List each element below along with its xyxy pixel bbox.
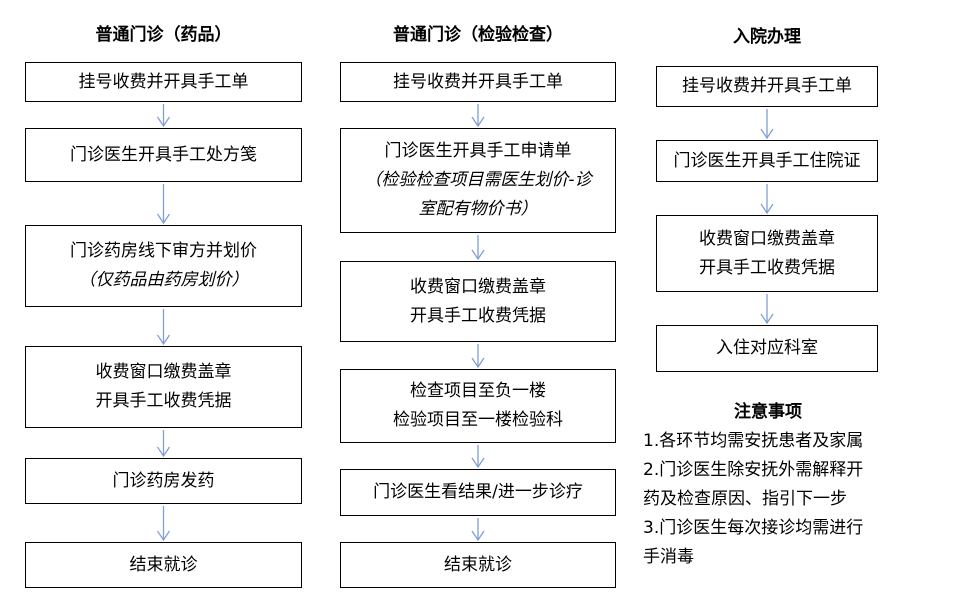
arrow-down-icon (471, 344, 485, 369)
arrow-down-icon (156, 430, 171, 458)
flow-step-box: 门诊药房线下审方并划价 （仅药品由药房划价） (25, 225, 302, 307)
note-line: 药及检查原因、指引下一步 (643, 489, 847, 509)
step-text: 结束就诊 (129, 554, 198, 575)
step-note: 室配有物价书） (418, 199, 538, 219)
flow-step-box: 挂号收费并开具手工单 (656, 66, 878, 107)
arrow-down-icon (156, 104, 171, 128)
notes-panel: 注意事项 1.各环节均需安抚患者及家属 2.门诊医生除安抚外需解释开药及检查原因、指… (643, 398, 913, 572)
flow-step-box: 门诊医生看结果/进一步诊疗 (340, 469, 616, 516)
flow-step-box: 结束就诊 (25, 542, 302, 588)
step-note: （仅药品由药房划价） (78, 270, 249, 290)
flow-step-box: 门诊医生开具手工处方笺 (25, 128, 302, 182)
note-line: 1.各环节均需安抚患者及家属 (643, 431, 864, 451)
notes-title: 注意事项 (734, 402, 802, 422)
note-line: 2.门诊医生除安抚外需解释开 (643, 460, 864, 480)
flow-step-box: 门诊医生开具手工申请单 （检验检查项目需医生划价-诊室配有物价书） (340, 128, 616, 233)
arrow-down-icon (156, 506, 171, 542)
arrow-down-icon (760, 184, 774, 215)
flow-step-box: 挂号收费并开具手工单 (340, 62, 616, 102)
arrow-down-icon (760, 294, 774, 325)
step-text: 门诊医生看结果/进一步诊疗 (373, 482, 583, 502)
step-text: 结束就诊 (444, 554, 512, 575)
step-text: 检验项目至一楼检验科 (393, 410, 563, 430)
step-text: 收费窗口缴费盖章 (95, 362, 232, 382)
flow-step-box: 挂号收费并开具手工单 (25, 62, 302, 102)
arrow-down-icon (471, 518, 485, 542)
step-text: 门诊药房发药 (112, 470, 215, 491)
flow-step-box: 检查项目至负一楼检验项目至一楼检验科 (340, 369, 616, 443)
flow-step-box: 结束就诊 (340, 542, 616, 588)
column-title: 普通门诊（检验检查） (393, 25, 563, 45)
flow-step-box: 收费窗口缴费盖章开具手工收费凭据 (656, 215, 878, 292)
column-title: 入院办理 (733, 27, 801, 47)
step-text: 开具手工收费凭据 (699, 257, 835, 278)
flow-step-box: 门诊医生开具手工住院证 (656, 140, 878, 182)
flow-step-box: 收费窗口缴费盖章开具手工收费凭据 (25, 346, 302, 428)
step-text: 门诊医生开具手工住院证 (673, 150, 861, 171)
column-title: 普通门诊（药品） (95, 25, 232, 45)
note-line: 3.门诊医生每次接诊均需进行 (643, 518, 864, 538)
arrow-down-icon (471, 104, 485, 128)
arrow-down-icon (471, 445, 485, 469)
step-text: 挂号收费并开具手工单 (393, 71, 563, 92)
arrow-down-icon (156, 184, 171, 225)
step-text: 挂号收费并开具手工单 (78, 71, 249, 92)
arrow-down-icon (760, 109, 774, 140)
step-text: 收费窗口缴费盖章 (410, 276, 546, 297)
arrow-down-icon (471, 235, 485, 261)
step-note: （检验检查项目需医生划价-诊 (364, 170, 592, 190)
step-text: 门诊医生开具手工处方笺 (70, 144, 257, 165)
step-text: 挂号收费并开具手工单 (682, 76, 852, 96)
step-text: 门诊医生开具手工申请单 (384, 141, 572, 161)
step-text: 开具手工收费凭据 (95, 391, 232, 411)
flow-step-box: 入住对应科室 (656, 325, 878, 372)
step-text: 检查项目至负一楼 (410, 381, 546, 401)
step-text: 开具手工收费凭据 (410, 305, 546, 326)
arrow-down-icon (156, 309, 171, 346)
step-text: 入住对应科室 (716, 338, 818, 358)
step-text: 门诊药房线下审方并划价 (70, 241, 257, 261)
flow-step-box: 收费窗口缴费盖章开具手工收费凭据 (340, 261, 616, 342)
step-text: 收费窗口缴费盖章 (699, 228, 835, 249)
note-line: 手消毒 (643, 547, 694, 567)
flow-step-box: 门诊药房发药 (25, 458, 302, 504)
